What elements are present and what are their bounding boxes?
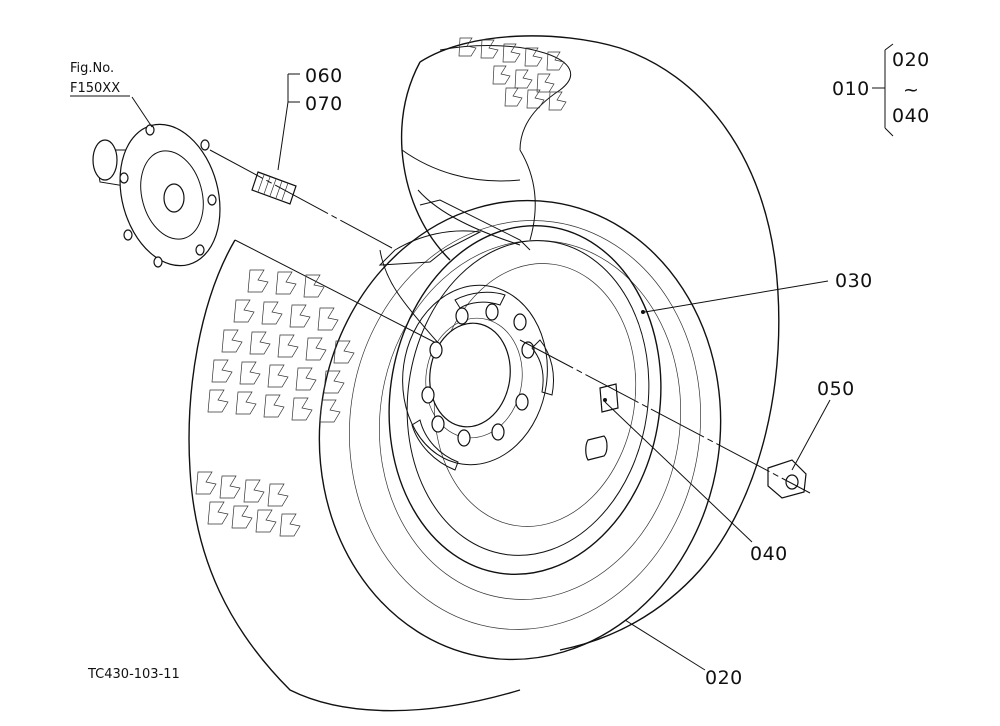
callout-range-tilde: ~ — [903, 79, 919, 101]
stud-bolt — [251, 171, 297, 205]
figure-ref-number: F150XX — [70, 81, 120, 96]
valve-stem — [585, 383, 619, 461]
tire — [188, 35, 780, 712]
hub — [92, 123, 221, 268]
callout-010: 010 — [832, 78, 870, 100]
rim — [378, 224, 662, 576]
bolt-holes — [421, 303, 535, 447]
callout-070: 070 — [305, 93, 343, 115]
drawing-code: TC430-103-11 — [87, 667, 180, 682]
callout-060: 060 — [305, 65, 343, 87]
callout-020: 020 — [705, 667, 743, 689]
tread-lugs-left — [195, 269, 355, 537]
wheel-nut — [767, 459, 807, 499]
callout-030: 030 — [835, 270, 873, 292]
tread-lugs-top — [458, 37, 567, 111]
figure-ref-prefix: Fig.No. — [70, 61, 114, 76]
leader-lines — [131, 43, 894, 671]
callout-050: 050 — [817, 378, 855, 400]
callout-020-range-start: 020 — [892, 49, 930, 71]
hub-bolt-holes — [119, 124, 217, 268]
callout-040-range-end: 040 — [892, 105, 930, 127]
callout-040: 040 — [750, 543, 788, 565]
center-hole — [429, 322, 511, 428]
